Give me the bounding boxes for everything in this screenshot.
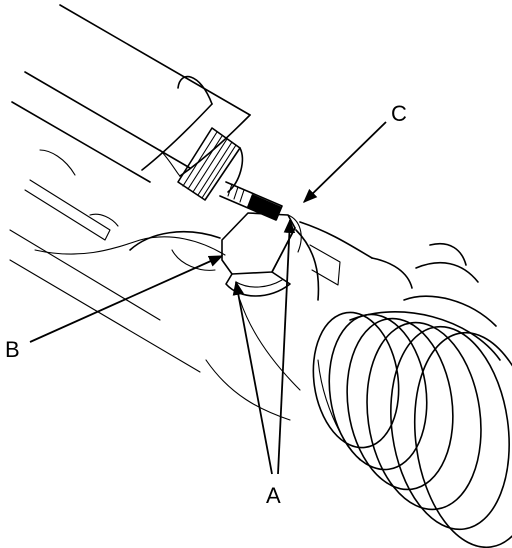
label-b: B <box>5 337 20 362</box>
label-a: A <box>266 483 281 508</box>
hex-nut <box>221 212 302 297</box>
fitting-body <box>171 221 413 421</box>
tool-housing <box>9 4 251 373</box>
cylinder-body <box>141 75 251 177</box>
knurled-collar <box>177 127 244 201</box>
rubber-boot <box>312 243 512 548</box>
leader-c <box>302 121 387 204</box>
leader-a <box>232 218 296 475</box>
leader-b <box>29 255 224 343</box>
label-c: C <box>391 101 407 126</box>
